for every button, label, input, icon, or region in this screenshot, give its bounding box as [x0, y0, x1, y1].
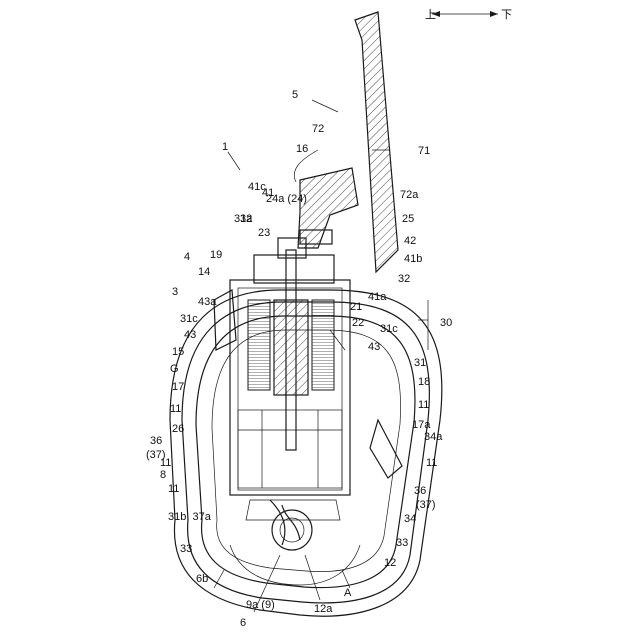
label-8: 8 — [160, 469, 166, 481]
label-30: 30 — [440, 317, 452, 329]
label-11-b: 11 — [170, 403, 181, 415]
label-43-b: 43 — [368, 341, 380, 353]
label-33-b: 33 — [396, 537, 408, 549]
connector — [272, 510, 312, 550]
label-33-a: 33 — [180, 543, 192, 555]
direction-indicator: 上 下 — [425, 8, 512, 21]
bearing-cover — [254, 255, 334, 283]
label-4: 4 — [184, 251, 190, 263]
rotor — [274, 300, 308, 395]
direction-down-label: 下 — [501, 9, 512, 21]
label-34a: 34a — [424, 431, 443, 443]
label-17: 17 — [172, 381, 184, 393]
label-6b: 6b — [196, 573, 208, 585]
label-12: 12 — [384, 557, 396, 569]
stator-coil-left — [248, 300, 270, 390]
label-36-a: 36 — [150, 435, 162, 447]
label-12a: 12a — [314, 603, 333, 615]
handle-bar — [355, 12, 398, 272]
label-15: 15 — [172, 346, 184, 358]
label-71: 71 — [418, 145, 430, 157]
label-21: 21 — [350, 301, 362, 313]
label-17a: 17a — [412, 419, 431, 431]
label-31c-left: 31c — [180, 313, 198, 325]
device-body — [170, 12, 442, 616]
stator-coil-right — [312, 300, 334, 390]
label-3: 3 — [172, 286, 178, 298]
label-11-d: 11 — [426, 457, 437, 469]
label-16: 16 — [296, 143, 308, 155]
label-26: 26 — [172, 423, 184, 435]
label-72: 72 — [312, 123, 324, 135]
label-43-a: 43 — [184, 329, 196, 341]
label-34: 34 — [404, 513, 416, 525]
label-23: 23 — [258, 227, 270, 239]
label-G: G — [170, 363, 179, 375]
label-41c: 41c — [248, 181, 266, 193]
label-25: 25 — [402, 213, 414, 225]
label-9a: 9a (9) — [246, 599, 275, 611]
label-11-c: 11 — [418, 399, 429, 411]
label-72a: 72a — [400, 189, 419, 201]
label-A: A — [344, 587, 352, 599]
label-19: 19 — [210, 249, 222, 261]
label-6: 6 — [240, 617, 246, 629]
label-22: 22 — [352, 317, 364, 329]
label-1: 1 — [222, 141, 228, 153]
label-18: 18 — [418, 376, 430, 388]
label-5: 5 — [292, 89, 298, 101]
label-41a: 41a — [368, 291, 387, 303]
label-31c-right: 31c — [380, 323, 398, 335]
label-32-b: 32 — [398, 273, 410, 285]
label-43a: 43a — [198, 296, 217, 308]
label-32-a: 32 — [240, 213, 252, 225]
label-37-a: (37) — [146, 449, 166, 461]
label-11-e: 11 — [168, 483, 179, 495]
label-41b: 41b — [404, 253, 422, 265]
label-31: 31 — [414, 357, 426, 369]
label-37-b: (37) — [416, 499, 436, 511]
label-14: 14 — [198, 266, 210, 278]
label-42: 42 — [404, 235, 416, 247]
direction-up-label: 上 — [425, 8, 436, 21]
label-31b-37a: 31b, 37a — [168, 511, 212, 523]
bracket — [298, 168, 358, 248]
label-36-b: 36 — [414, 485, 426, 497]
